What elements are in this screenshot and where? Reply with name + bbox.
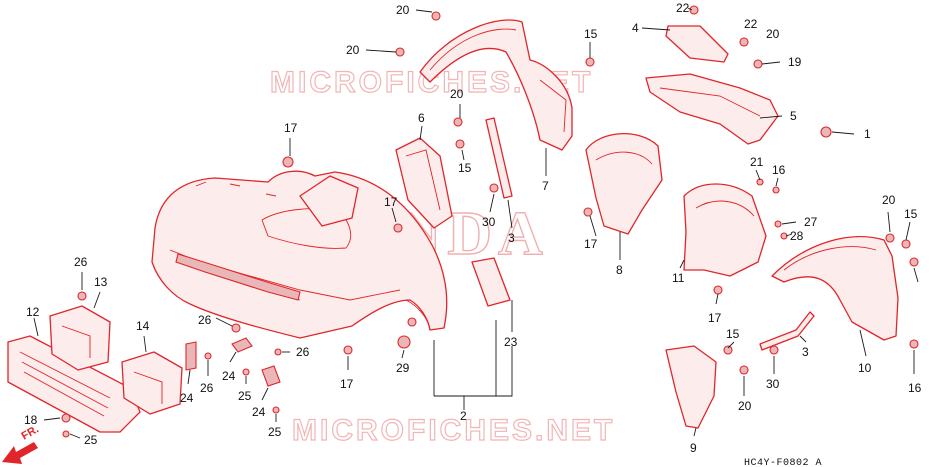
callout-24[interactable]: 24 <box>222 369 236 383</box>
callout-labels: 1 2 3 3 4 5 6 7 8 9 10 11 12 13 14 15 15… <box>24 1 922 455</box>
callout-25[interactable]: 25 <box>268 425 282 439</box>
callout-4[interactable]: 4 <box>632 21 639 35</box>
callout-20[interactable]: 20 <box>346 43 360 57</box>
callout-15[interactable]: 15 <box>904 207 918 221</box>
callout-15[interactable]: 15 <box>584 27 598 41</box>
callout-27[interactable]: 27 <box>804 215 818 229</box>
callout-23[interactable]: 23 <box>504 335 518 349</box>
plate-23[interactable] <box>471 257 511 307</box>
trim-strip-4[interactable] <box>665 25 729 63</box>
callout-15[interactable]: 15 <box>726 327 740 341</box>
callout-24[interactable]: 24 <box>180 391 194 405</box>
callout-12[interactable]: 12 <box>26 305 40 319</box>
fastener-group <box>61 5 919 438</box>
front-direction-indicator: FR. <box>2 423 41 464</box>
lower-fender-9[interactable] <box>665 345 717 429</box>
cover-5[interactable] <box>645 73 779 145</box>
callout-29[interactable]: 29 <box>396 361 410 375</box>
callout-26[interactable]: 26 <box>198 313 212 327</box>
stay-rod-3a[interactable] <box>485 117 513 199</box>
callout-26[interactable]: 26 <box>74 255 88 269</box>
callout-15[interactable]: 15 <box>458 161 472 175</box>
diagram-code: HC4Y-F0802 A <box>744 458 822 467</box>
callout-5[interactable]: 5 <box>790 109 797 123</box>
inner-liner-8[interactable] <box>585 133 663 235</box>
callout-30[interactable]: 30 <box>482 215 496 229</box>
callout-3[interactable]: 3 <box>508 231 515 245</box>
callout-18[interactable]: 18 <box>24 413 38 427</box>
stay-rod-3b[interactable] <box>759 311 815 351</box>
callout-2[interactable]: 2 <box>460 409 467 423</box>
callout-14[interactable]: 14 <box>136 319 150 333</box>
callout-25[interactable]: 25 <box>84 433 98 447</box>
callout-26[interactable]: 26 <box>200 381 214 395</box>
callout-20[interactable]: 20 <box>396 3 410 17</box>
front-fender[interactable] <box>151 170 448 339</box>
callout-20[interactable]: 20 <box>450 87 464 101</box>
callout-30[interactable]: 30 <box>766 377 780 391</box>
callout-7[interactable]: 7 <box>542 179 549 193</box>
front-arrow-icon <box>2 442 38 464</box>
callout-25[interactable]: 25 <box>238 389 252 403</box>
callout-10[interactable]: 10 <box>858 361 872 375</box>
watermark-bottom: MICROFICHES.NET <box>292 414 615 447</box>
callout-20[interactable]: 20 <box>738 399 752 413</box>
leader-lines <box>33 7 919 439</box>
fender-arch-7[interactable] <box>419 19 573 151</box>
inner-panel-6[interactable] <box>395 137 453 229</box>
callout-1[interactable]: 1 <box>864 127 871 141</box>
headlight-case-14[interactable] <box>121 351 183 415</box>
callout-11[interactable]: 11 <box>672 271 685 285</box>
callout-20[interactable]: 20 <box>766 27 780 41</box>
callout-21[interactable]: 21 <box>750 155 764 169</box>
callout-13[interactable]: 13 <box>94 275 108 289</box>
front-grille-12[interactable] <box>7 335 141 433</box>
callout-17[interactable]: 17 <box>708 311 722 325</box>
callout-26[interactable]: 26 <box>296 345 310 359</box>
callout-22[interactable]: 22 <box>744 17 758 31</box>
inner-fender-11[interactable] <box>683 183 767 277</box>
headlight-case-13[interactable] <box>49 305 111 371</box>
right-fender-10[interactable] <box>771 235 899 341</box>
callout-6[interactable]: 6 <box>418 111 425 125</box>
callout-3[interactable]: 3 <box>802 345 809 359</box>
callout-19[interactable]: 19 <box>788 55 802 69</box>
callout-17[interactable]: 17 <box>340 377 354 391</box>
callout-20[interactable]: 20 <box>882 193 896 207</box>
callout-9[interactable]: 9 <box>690 441 697 455</box>
callout-22[interactable]: 22 <box>676 1 690 15</box>
callout-17[interactable]: 17 <box>384 195 398 209</box>
callout-16[interactable]: 16 <box>772 163 786 177</box>
callout-17[interactable]: 17 <box>584 237 598 251</box>
callout-17[interactable]: 17 <box>284 121 298 135</box>
callout-28[interactable]: 28 <box>790 229 804 243</box>
callout-24[interactable]: 24 <box>252 405 266 419</box>
callout-8[interactable]: 8 <box>616 263 623 277</box>
callout-16[interactable]: 16 <box>908 381 922 395</box>
